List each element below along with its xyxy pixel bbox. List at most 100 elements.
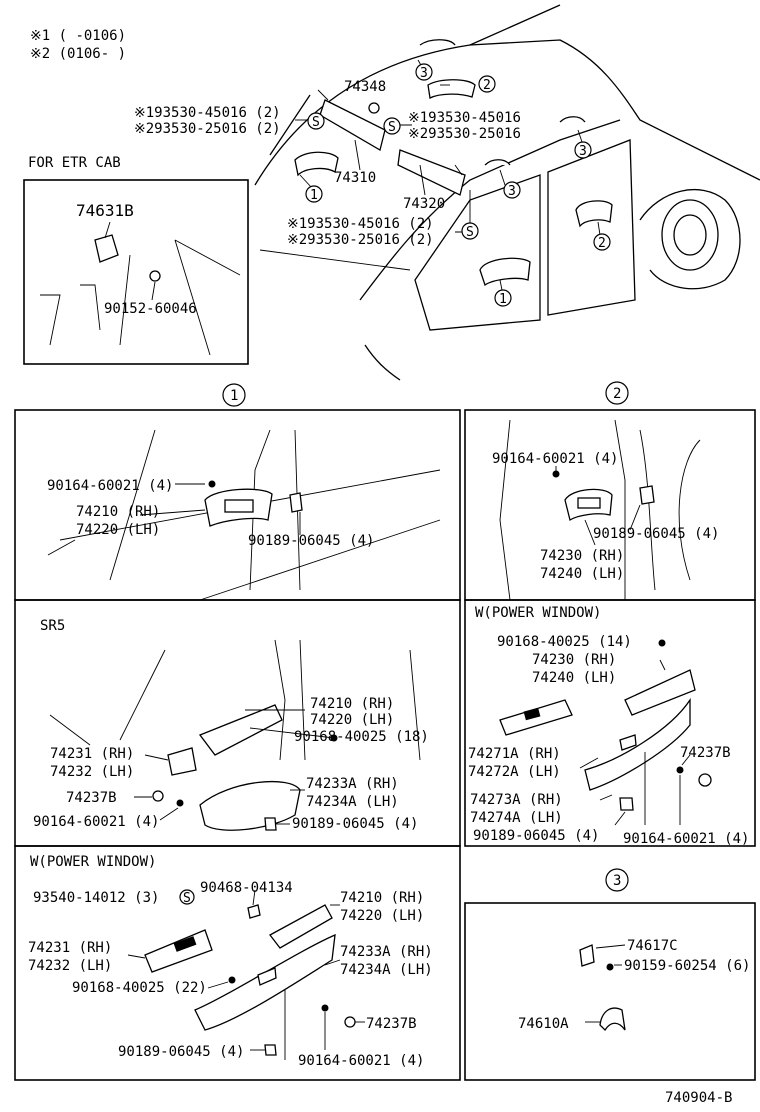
- diagram-id: 740904-B: [665, 1090, 732, 1106]
- leader-s2b-switch: [579, 757, 599, 769]
- label-s1c-arm-lh: 74234A (LH): [340, 962, 433, 978]
- callout-1-top-text: 1: [310, 188, 318, 203]
- bolt-90164: [208, 480, 216, 488]
- leader-num3-rear: [577, 129, 583, 143]
- s2a-body-1: [499, 419, 511, 601]
- armrest-74273A-tab: [619, 734, 637, 751]
- label-s1c-bolt: 90164-60021 (4): [298, 1053, 424, 1069]
- etr-panel-line-3: [40, 294, 61, 346]
- s-marker-a-text: S: [312, 115, 320, 130]
- label-screw-c2: ※293530-25016 (2): [287, 232, 434, 248]
- leader-s1b-screw: [249, 727, 335, 739]
- clip-90189-pw: [264, 1044, 277, 1056]
- bolt-90164-sr5: [176, 799, 184, 807]
- sun-visor-left: [319, 99, 386, 151]
- leader-s1b-switch: [144, 754, 169, 761]
- leader-s2b-plug: [681, 754, 691, 766]
- label-s1c-screw: 93540-14012 (3): [33, 890, 159, 906]
- grip-3-rear: [559, 116, 586, 123]
- sun-visor-right: [397, 149, 466, 196]
- leader-s2a-handle: [584, 519, 596, 546]
- section-3-box: [464, 902, 756, 1081]
- leader-s1c-arm: [324, 959, 341, 966]
- label-s1a-clip: 90189-06045 (4): [248, 533, 374, 549]
- etr-cab-label: FOR ETR CAB: [28, 155, 121, 171]
- handle-74210-pw: [269, 904, 333, 949]
- label-s1b-rh: 74210 (RH): [310, 696, 394, 712]
- label-90152-60046: 90152-60046: [104, 301, 197, 317]
- section-1-marker: [222, 383, 246, 407]
- screw-90168-s2: [658, 639, 666, 647]
- leader-74631B: [104, 221, 111, 239]
- switch-buttons: [173, 936, 197, 952]
- s1b-body-1: [119, 649, 166, 741]
- callout-3-rear: [574, 141, 592, 159]
- label-74631B: 74631B: [76, 201, 134, 220]
- section-1a: 90164-60021 (4) 74210 (RH) 74220 (LH) 90…: [47, 429, 441, 601]
- plug-74237B-pw: [344, 1016, 356, 1028]
- nut-90468: [247, 904, 261, 919]
- roof-edge: [469, 4, 561, 46]
- label-s1b-plug: 74237B: [66, 790, 117, 806]
- callout-2-door: [593, 233, 611, 251]
- label-s2a-lh: 74240 (LH): [540, 566, 624, 582]
- s1b-body-3: [299, 639, 306, 761]
- label-s1c-sw-rh: 74231 (RH): [28, 940, 112, 956]
- door-handle-front: [479, 257, 531, 287]
- label-s1b-bolt: 90164-60021 (4): [33, 814, 159, 830]
- section-3: 74617C 90159-60254 (6) 74610A: [518, 938, 750, 1032]
- handle-74230-pw: [624, 669, 696, 716]
- label-s2b-plug: 74237B: [680, 745, 731, 761]
- visor-bracket-left: [317, 89, 329, 101]
- s-marker-b: [383, 117, 401, 135]
- label-s2b-rh: 74230 (RH): [532, 652, 616, 668]
- label-74320: 74320: [403, 196, 445, 212]
- armrest-tab: [257, 967, 277, 986]
- label-90159-60254: 90159-60254 (6): [624, 958, 750, 974]
- door-handle-rear: [575, 200, 613, 228]
- leader-s1a-lh: [47, 539, 76, 556]
- wheel-hub: [673, 214, 707, 256]
- roof-outline: [254, 39, 760, 186]
- etr-panel-line-1: [174, 239, 241, 276]
- etr-panel-line-2: [174, 239, 211, 356]
- callout-1-door-text: 1: [499, 292, 507, 307]
- leader-s2a-clip: [629, 504, 641, 531]
- callout-3-top-text: 3: [420, 66, 428, 81]
- leader-s1c-nut: [252, 889, 256, 906]
- wheel: [661, 199, 719, 271]
- section-1b: SR5 74210 (RH) 74220 (LH) 90168-40025 (1…: [33, 618, 429, 832]
- label-s1c-nut: 90468-04134: [200, 880, 293, 896]
- belt-line: [359, 119, 621, 301]
- s1b-body-5: [49, 714, 91, 746]
- label-74310: 74310: [334, 170, 376, 186]
- door-handle-pocket: [224, 499, 254, 513]
- label-s1a-bolt: 90164-60021 (4): [47, 478, 173, 494]
- s-marker-a: [307, 112, 325, 130]
- label-sr5: SR5: [40, 618, 65, 634]
- callout-3-top: [415, 63, 433, 81]
- wheel-arch: [639, 188, 741, 290]
- grip-74610A: [599, 1007, 626, 1032]
- label-screw-b2: ※293530-25016: [408, 126, 521, 142]
- callout-3-mid-text: 3: [508, 184, 516, 199]
- handle-74210-sr5: [198, 704, 283, 756]
- label-s1a-lh: 74220 (LH): [76, 522, 160, 538]
- label-s2b-bolt: 90164-60021 (4): [623, 831, 749, 847]
- s2a-body-3: [639, 429, 656, 591]
- section-2b-box: [464, 599, 756, 847]
- s1a-body-1: [109, 429, 156, 581]
- section-2b: W(POWER WINDOW) 90168-40025 (14) 74230 (…: [468, 605, 749, 847]
- label-74610A: 74610A: [518, 1016, 569, 1032]
- grip-3-front: [484, 159, 511, 166]
- label-s2a-clip: 90189-06045 (4): [593, 526, 719, 542]
- label-s1c-arm-rh: 74233A (RH): [340, 944, 433, 960]
- s2a-body-2: [614, 419, 626, 600]
- section-2a: 90164-60021 (4) 90189-06045 (4) 74230 (R…: [492, 419, 719, 601]
- callout-2-door-text: 2: [598, 236, 606, 251]
- etr-cab-box: [23, 179, 249, 365]
- screw-90159: [606, 963, 614, 971]
- label-s1b-arm-lh: 74234A (LH): [306, 794, 399, 810]
- label-s1b-screw: 90168-40025 (18): [294, 729, 429, 745]
